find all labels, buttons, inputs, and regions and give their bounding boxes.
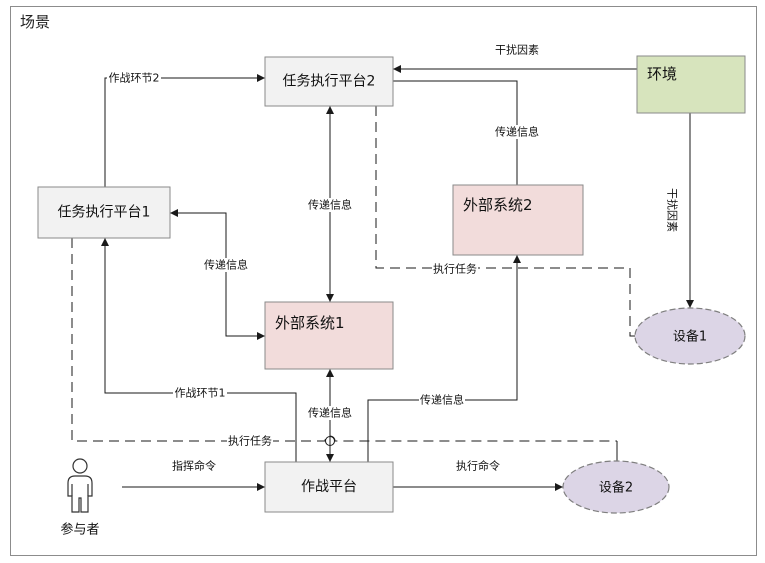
edge-label-background [307,198,353,212]
environment-label: 环境 [647,65,677,83]
device-1-node: 设备1 [634,307,746,365]
edge-environment-to-device-1: 干扰因素 [666,113,694,308]
edge-task-platform-1-to-device-2: 执行任务 [71,238,618,461]
task-platform-1-box [37,186,171,239]
edge-label-background [307,406,353,420]
edge-task-platform-1-to-task-platform-2: 作战环节2 [104,71,265,187]
edge-label-background [419,393,465,407]
combat-platform-box [264,461,394,513]
participant-node: 参与者 [60,458,100,538]
device-2-label: 设备2 [599,480,633,496]
edge-label: 执行任务 [433,262,477,276]
edge-label: 传递信息 [308,198,352,212]
edge-combat-platform-to-external-system-2: 传递信息 [367,255,521,462]
external-system-1-node: 外部系统1 [264,301,394,370]
edge-line [104,74,265,187]
edge-task-platform-2-to-device-1: 执行任务 [375,106,635,337]
edge-line-dashed [375,106,635,337]
edge-label: 执行任务 [228,434,272,448]
edge-label: 干扰因素 [666,188,680,232]
task-platform-2-label: 任务执行平台2 [283,74,376,90]
environment-box [636,55,746,114]
line-jump-marker [325,436,335,446]
edge-label: 指挥命令 [172,459,216,473]
combat-platform-label: 作战平台 [301,479,357,495]
edge-line [393,80,518,185]
external-system-2-box [452,184,584,256]
edge-label: 传递信息 [495,125,539,139]
edge-task-platform-1-external-system-1: 传递信息 [170,209,265,340]
edge-label: 传递信息 [204,258,248,272]
external-system-2-node: 外部系统2 [452,184,584,256]
task-platform-1-node: 任务执行平台1 [37,186,171,239]
external-system-1-box [264,301,394,370]
edge-label: 干扰因素 [495,43,539,57]
combat-platform-node: 作战平台 [264,461,394,513]
edge-label: 作战环节2 [109,72,160,85]
edge-label: 传递信息 [420,393,464,407]
edge-combat-platform-to-device-2: 执行命令 [393,459,563,491]
edge-combat-platform-to-task-platform-1: 作战环节1 [101,238,297,462]
task-platform-1-label: 任务执行平台1 [58,205,151,221]
participant-label: 参与者 [60,522,99,538]
edge-label-background [432,261,478,276]
scene-title: 场景 [20,13,50,31]
edge-label: 传递信息 [308,406,352,420]
edge-label-background [227,434,273,448]
edge-task-platform-2-external-system-1: 传递信息 [307,106,353,302]
edge-label-background [203,258,249,272]
edge-participant-to-combat-platform: 指挥命令 [122,459,265,491]
edge-label-background [107,71,161,85]
edge-label-background [494,125,540,139]
external-system-1-label: 外部系统1 [275,314,345,332]
device-1-label: 设备1 [673,329,707,345]
edge-line [170,209,265,340]
device-1-ellipse [634,307,746,365]
external-system-2-label: 外部系统2 [463,196,533,214]
person-icon [67,458,93,513]
edge-label: 作战环节1 [175,387,226,400]
edge-task-platform-2-external-system-2: 传递信息 [393,80,540,185]
task-platform-2-box [264,56,394,107]
device-2-node: 设备2 [562,460,670,514]
edge-combat-platform-external-system-1: 传递信息 [307,369,353,462]
edge-label-background [173,386,227,400]
edge-environment-to-task-platform-2: 干扰因素 [393,43,637,73]
environment-node: 环境 [636,55,746,114]
task-platform-2-node: 任务执行平台2 [264,56,394,107]
edge-label: 执行命令 [456,459,500,473]
device-2-ellipse [562,460,670,514]
